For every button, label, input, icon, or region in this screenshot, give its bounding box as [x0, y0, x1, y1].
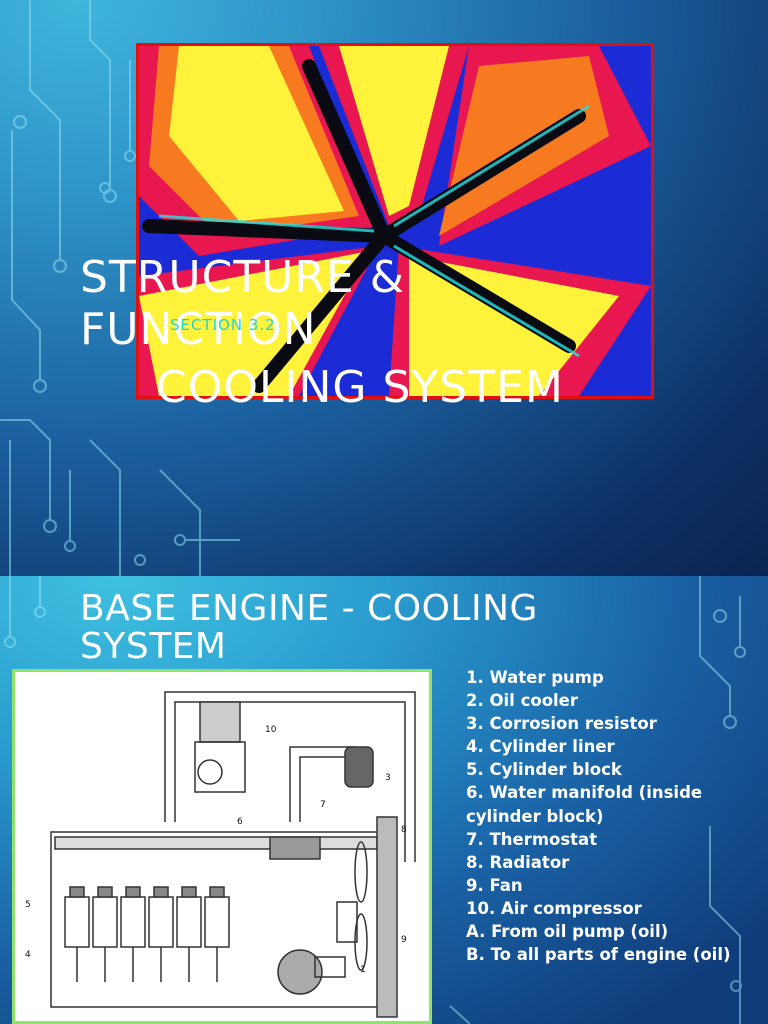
diagram-label: 6 — [237, 817, 243, 827]
circuit-decoration — [4, 576, 746, 1024]
diagram-label: 10 — [265, 725, 277, 735]
thermal-heatmap-graphic — [139, 46, 651, 396]
diagram-label: 9 — [401, 935, 407, 945]
list-item: 1. Water pump — [466, 668, 604, 687]
list-item: 4. Cylinder liner — [466, 737, 615, 757]
diagram-label: 4 — [25, 950, 31, 960]
diagram-label: 3 — [385, 773, 391, 783]
list-item: B. To all parts of engine (oil) — [466, 945, 731, 965]
list-item: 10. Air compressor — [466, 898, 642, 918]
list-item: A. From oil pump (oil) — [466, 922, 669, 942]
parts-list: 1. Water pump 2. Oil cooler 3. Corrosion… — [466, 666, 766, 966]
list-item: 9. Fan — [466, 875, 523, 895]
list-item: 3. Corrosion resistor — [466, 714, 657, 734]
diagram-label: 7 — [320, 800, 326, 810]
list-item: 8. Radiator — [466, 852, 570, 872]
slide-title: STRUCTURE & FUNCTION — [80, 252, 406, 355]
engine-schematic: 10 3 6 7 8 5 4 9 1 — [25, 691, 416, 1018]
diagram-label: 8 — [401, 825, 407, 835]
circuit-decoration — [0, 0, 240, 576]
slide-subtitle: COOLING SYSTEM — [156, 362, 564, 413]
title-slide: STRUCTURE & FUNCTION SECTION 3.2 COOLING… — [0, 0, 768, 576]
list-item: 7. Thermostat — [466, 829, 598, 849]
thermal-image — [136, 43, 654, 399]
diagram-label: 5 — [25, 900, 31, 910]
list-item: 6. Water manifold (inside cylinder block… — [466, 783, 703, 826]
list-item: 5. Cylinder block — [466, 760, 622, 780]
cooling-system-diagram: 10 3 6 7 8 5 4 9 1 — [12, 669, 432, 1024]
section-label: SECTION 3.2 — [170, 316, 276, 334]
slide-title: BASE ENGINE - COOLING SYSTEM — [80, 588, 538, 667]
diagram-label: 1 — [360, 965, 366, 975]
list-item: 2. Oil cooler — [466, 691, 579, 711]
